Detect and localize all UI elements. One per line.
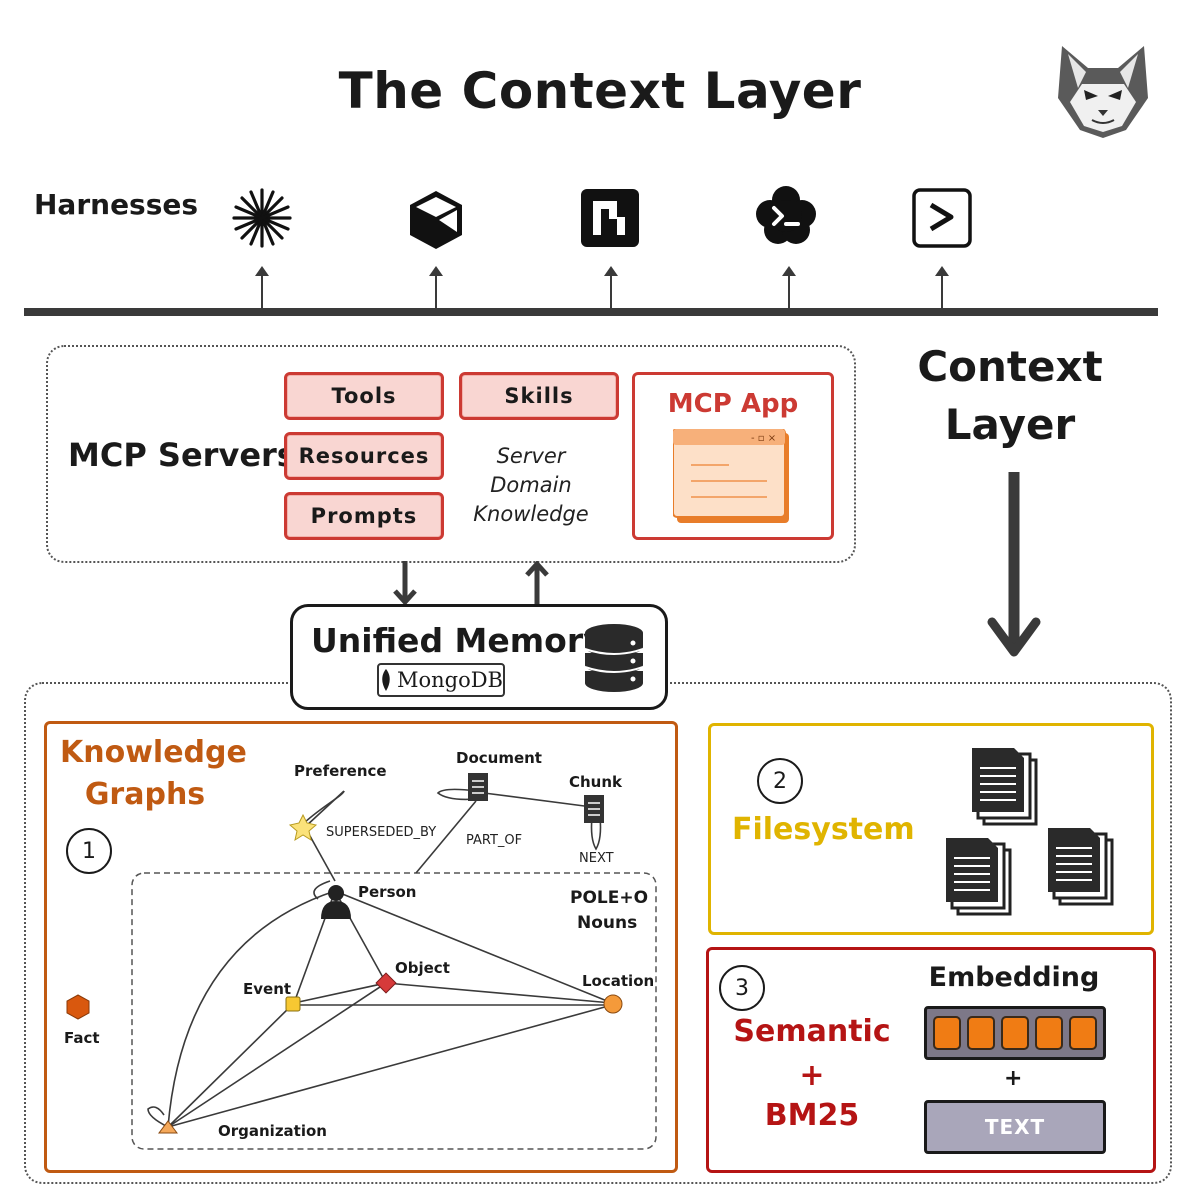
arrow-up [604,266,618,308]
pole-label-line2: Nouns [577,913,638,933]
chunk-label: Chunk [569,773,623,791]
semantic-label: Semantic [733,1014,891,1049]
note-line: Domain [490,473,572,497]
knowledge-graphs-panel [44,721,678,1173]
harnesses-label: Harnesses [34,188,199,221]
unified-memory-title: Unified Memory [311,621,605,660]
tools-pill: Tools [284,372,444,420]
embedding-cell [933,1016,961,1050]
cube-icon [404,188,468,252]
text-block: TEXT [924,1100,1106,1154]
page-title: The Context Layer [338,62,862,120]
app-window-icon: - ▫ × [673,429,789,523]
arrow-down-icon [393,561,417,605]
arrow-up [429,266,443,308]
fact-label: Fact [64,1029,100,1047]
mcp-app-title: MCP App [667,389,799,419]
filesystem-title: Filesystem [732,812,915,847]
unified-memory-box: Unified Memory MongoDB [290,604,668,710]
arrow-up-icon [525,561,549,605]
embedding-cell [1001,1016,1029,1050]
next-label: NEXT [579,851,614,866]
arrow-up [782,266,796,308]
documents-stack-icon [972,748,1038,826]
preference-node [288,813,318,842]
svg-text:- ▫ ×: - ▫ × [751,433,776,444]
embedding-vector [924,1006,1106,1060]
embedding-label: Embedding [928,962,1100,993]
kg-title-line1: Knowledge [60,735,247,770]
location-label: Location [582,972,655,990]
terminal-cloud-icon [754,184,818,248]
preference-label: Preference [294,762,387,780]
bm25-label: BM25 [764,1098,860,1133]
skills-pill: Skills [459,372,619,420]
person-node [321,885,351,919]
fact-node [66,994,90,1020]
object-label: Object [395,959,450,977]
location-node [603,994,623,1014]
superseded-by-label: SUPERSEDED_BY [326,825,437,840]
server-domain-knowledge-note: Server Domain Knowledge [456,442,606,529]
document-label: Document [456,749,542,767]
organization-label: Organization [218,1122,327,1140]
timeline-bar [24,308,1158,316]
pole-label-line1: POLE+O [570,888,649,908]
part-of-label: PART_OF [466,833,523,848]
context-layer-line1: Context [917,342,1103,391]
knowledge-graph-diagram [66,773,657,1150]
mongodb-label: MongoDB [396,668,503,692]
arrow-up [935,266,949,308]
semantic-search-panel [706,947,1156,1173]
number-badge-1: 1 [66,828,112,874]
event-node [285,996,301,1012]
organization-node [158,1120,178,1134]
mcp-servers-label: MCP Servers [68,436,296,474]
cat-logo [1058,46,1148,138]
database-icon [584,624,644,692]
mcp-app-panel: MCP App - ▫ × [632,372,834,540]
chunk-node [584,795,604,823]
event-label: Event [243,980,292,998]
number-badge-2: 2 [757,758,803,804]
embedding-cell [967,1016,995,1050]
note-line: Knowledge [473,502,589,526]
object-node [375,972,397,994]
number-badge-3: 3 [719,965,765,1011]
context-layer-line2: Layer [944,400,1076,449]
terminal-prompt-icon [910,186,974,250]
mongodb-logo: MongoDB [377,663,505,697]
filesystem-panel [708,723,1154,935]
plus-sign: + [1004,1066,1023,1091]
pole-group-boundary [131,872,657,1150]
arrow-down-icon [987,472,1041,657]
kg-title-line2: Graphs [84,777,206,812]
note-line: Server [496,444,566,468]
prompts-pill: Prompts [284,492,444,540]
embedding-cell [1069,1016,1097,1050]
pixel-square-icon [578,186,642,250]
arrow-up [255,266,269,308]
resources-pill: Resources [284,432,444,480]
mcp-servers-container [46,345,856,563]
asterisk-burst-icon [230,186,294,250]
embedding-cell [1035,1016,1063,1050]
person-label: Person [358,883,417,901]
plus-label: + [799,1058,825,1093]
documents-stack-icon [1048,828,1114,906]
document-node [468,773,488,801]
documents-stack-icon [946,838,1012,916]
